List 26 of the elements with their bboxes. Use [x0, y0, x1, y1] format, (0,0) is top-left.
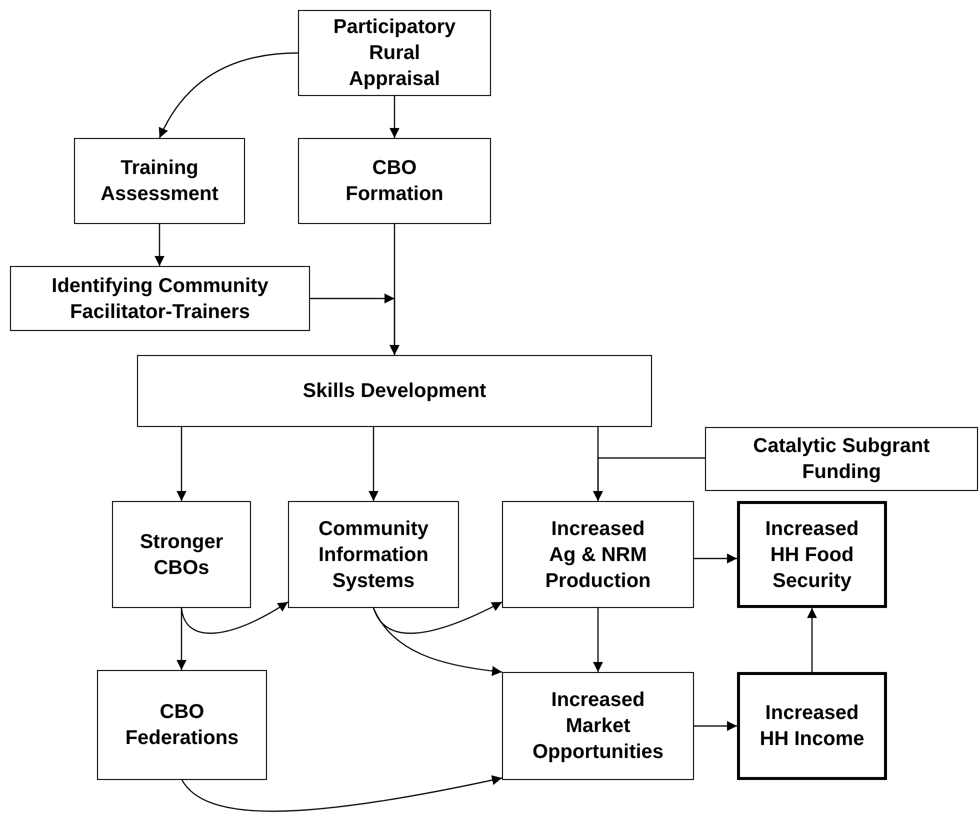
process-box [737, 672, 887, 780]
box-label: Identifying Community Facilitator-Trainers [50, 274, 270, 324]
process-box [298, 138, 491, 224]
box-label: Community Information Systems [318, 516, 430, 594]
process-box [74, 138, 245, 224]
process-box [112, 501, 251, 608]
process-box [288, 501, 459, 608]
box-label: Increased HH Income [758, 701, 866, 752]
process-box [502, 672, 694, 780]
box-label: Catalytic Subgrant Funding [752, 434, 931, 485]
process-box [705, 427, 978, 491]
process-box [502, 501, 694, 608]
box-label: Increased Market Opportunities [531, 688, 665, 765]
process-box [137, 355, 652, 427]
process-box [737, 501, 887, 608]
box-label: Stronger CBOs [138, 530, 224, 580]
process-box [10, 266, 310, 331]
box-label: Participatory Rural Appraisal [332, 15, 457, 92]
box-label: CBO Federations [124, 700, 240, 751]
box-label: Training Assessment [100, 156, 220, 207]
box-label: CBO Formation [344, 156, 444, 207]
process-box [298, 10, 491, 96]
box-label: Increased HH Food Security [764, 516, 860, 594]
box-label: Increased Ag & NRM Production [544, 516, 652, 594]
process-box [97, 670, 267, 780]
box-label: Skills Development [302, 379, 486, 404]
